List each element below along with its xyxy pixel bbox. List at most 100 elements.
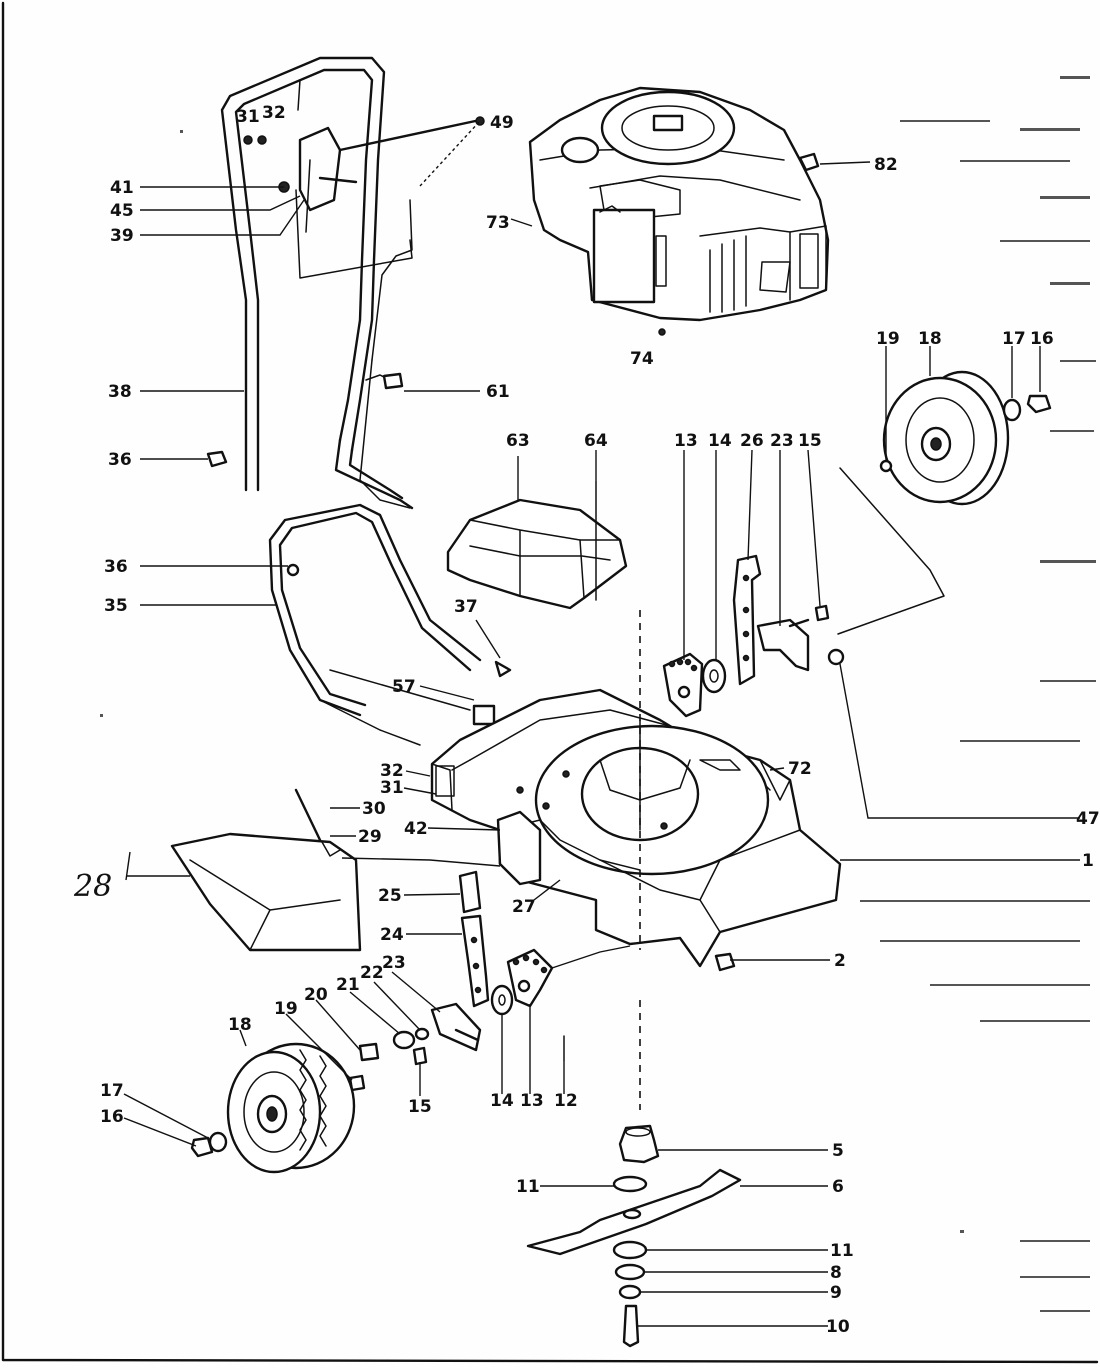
nut-15-left [412,1046,428,1066]
deck-bolt-2 [714,952,736,972]
label-63: 63 [506,431,530,451]
label-20: 20 [304,985,328,1005]
label-64: 64 [584,431,608,451]
label-57: 57 [392,677,416,697]
axle-guide-line [837,467,945,635]
washer-11-upper [612,1175,648,1193]
label-31-top: 31 [236,107,260,127]
washer-17-left [208,1131,228,1153]
label-27: 27 [512,897,536,917]
label-19-left: 19 [274,999,298,1019]
label-23-left: 23 [382,953,406,973]
bolt-20 [358,1042,380,1062]
nut-15-right [814,604,830,622]
label-82: 82 [874,155,898,175]
label-2: 2 [834,951,846,971]
label-26: 26 [740,431,764,451]
washer-8 [614,1263,646,1281]
label-32-top: 32 [262,103,286,123]
label-72: 72 [788,759,812,779]
label-15-right: 15 [798,431,822,451]
label-14-left: 14 [490,1091,514,1111]
bolt-19-right [879,459,893,473]
label-6: 6 [832,1177,844,1197]
label-22: 22 [360,963,384,983]
engine-screw-74 [658,328,666,336]
label-29: 29 [358,827,382,847]
label-21: 21 [336,975,360,995]
control-lever-bracket [298,118,482,233]
handle-bolt-36 [206,450,228,468]
bracket-26 [732,554,762,686]
front-wheel-left [226,1042,356,1174]
engine-fitting-82 [798,152,820,172]
washer-9 [618,1284,642,1300]
blade-adapter-5 [618,1124,660,1164]
label-12: 12 [554,1091,578,1111]
axle-bracket-23-left [430,1002,482,1052]
cover-63 [446,498,628,610]
handle-clip-37 [494,660,512,678]
label-14-right: 14 [708,431,732,451]
blade-bolt-10 [622,1304,640,1348]
label-38: 38 [108,382,132,402]
label-42: 42 [404,819,428,839]
bracket-24 [460,914,490,1008]
nut-16-right [1026,394,1052,414]
washer-14-left [490,984,514,1016]
height-plate-13-left [506,948,554,1008]
label-25: 25 [378,886,402,906]
engine [528,86,830,322]
label-9: 9 [830,1283,842,1303]
nut-16-left [190,1136,214,1158]
handle-knob-bolt [286,563,300,577]
label-24: 24 [380,925,404,945]
label-31-lower: 31 [380,778,404,798]
label-49: 49 [490,113,514,133]
spring-29 [321,841,341,857]
label-45: 45 [110,201,134,221]
label-32-lower: 32 [380,761,404,781]
label-47: 47 [1076,809,1100,829]
label-16-right: 16 [1030,329,1054,349]
axle-bracket-23-right [756,618,810,672]
rear-wheel-right [882,370,1010,506]
label-35: 35 [104,596,128,616]
label-19-right: 19 [876,329,900,349]
lower-handle [268,503,482,746]
washer-21 [392,1030,416,1050]
label-1: 1 [1082,851,1094,871]
label-13-left: 13 [520,1091,544,1111]
plate-25 [458,870,482,914]
label-23-right: 23 [770,431,794,451]
handle-bolt-top [243,135,253,145]
label-36-upper: 36 [108,450,132,470]
label-15-left: 15 [408,1097,432,1117]
washer-47 [827,648,845,666]
mower-deck [430,688,842,968]
height-plate-13-right [662,652,704,718]
label-73: 73 [486,213,510,233]
cable-clip-61 [382,372,404,390]
label-41: 41 [110,178,134,198]
washer-17-right [1002,398,1022,422]
rod-30 [294,788,322,842]
scan-noise [100,76,1096,1312]
label-30: 30 [362,799,386,819]
label-16-left: 16 [100,1107,124,1127]
part-labels: 31 32 49 41 45 39 73 82 74 38 61 36 63 6… [73,103,1100,1337]
handle-bracket-57 [472,704,496,726]
label-8: 8 [830,1263,842,1283]
label-11-lower: 11 [830,1241,854,1261]
label-10: 10 [826,1317,850,1337]
label-74: 74 [630,349,654,369]
leader-lines [123,120,1080,1327]
label-13-right: 13 [674,431,698,451]
label-17-right: 17 [1002,329,1026,349]
label-37: 37 [454,597,478,617]
label-11-upper: 11 [516,1177,540,1197]
label-5: 5 [832,1141,844,1161]
